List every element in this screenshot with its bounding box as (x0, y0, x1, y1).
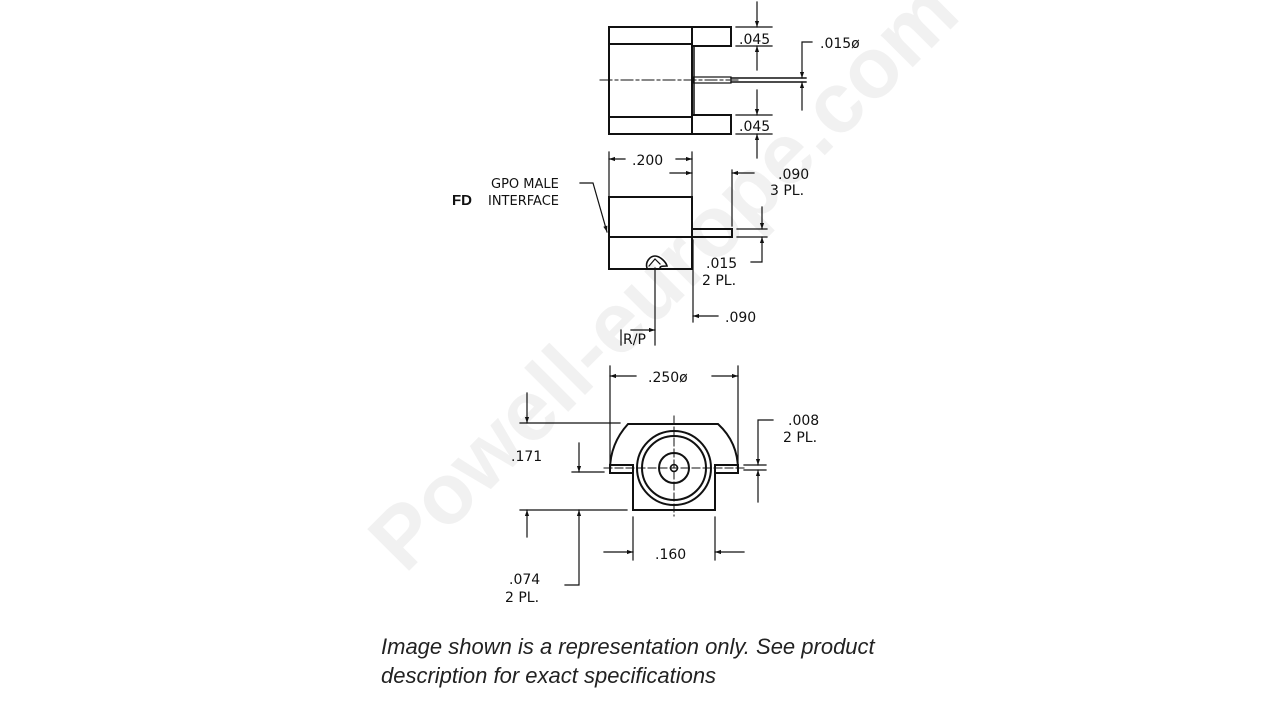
side-view (579, 151, 768, 346)
caption-line-2: description for exact specifications (381, 663, 717, 688)
top-view (599, 1, 813, 159)
disclaimer-caption: Image shown is a representation only. Se… (381, 632, 941, 690)
dim-tab-length: .090 (778, 167, 809, 183)
dim-flange-thickness-qty: 2 PL. (783, 430, 817, 446)
part-code-label: FD (452, 192, 472, 209)
dim-bottom-flange: .045 (739, 119, 770, 135)
dim-height: .171 (511, 449, 542, 465)
dim-tab-thickness: .015 (706, 256, 737, 272)
watermark: Powell-europe.com (351, 0, 976, 588)
dim-tab-length-qty: 3 PL. (770, 183, 804, 199)
interface-label-line1: GPO MALE (491, 177, 559, 192)
caption-line-1: Image shown is a representation only. Se… (381, 634, 875, 659)
dim-offset-qty: 2 PL. (505, 590, 539, 606)
dim-pin-diameter: .015ø (820, 36, 860, 52)
dim-outer-diameter: .250ø (648, 370, 688, 386)
interface-label-line2: INTERFACE (488, 194, 559, 209)
end-view (519, 365, 774, 586)
ref-rp-label: R/P (623, 332, 646, 348)
dim-body-length: .200 (632, 153, 663, 169)
dim-flange-thickness: .008 (788, 413, 819, 429)
dim-offset: .074 (509, 572, 540, 588)
dim-tab-length-lower: .090 (725, 310, 756, 326)
dim-tab-thickness-qty: 2 PL. (702, 273, 736, 289)
dim-top-flange: .045 (739, 32, 770, 48)
dim-width: .160 (655, 547, 686, 563)
